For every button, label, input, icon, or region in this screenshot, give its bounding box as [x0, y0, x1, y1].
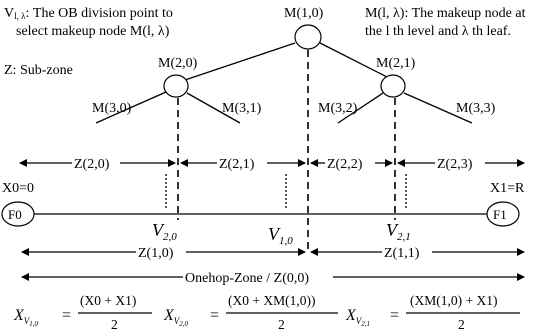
z-definition: Z: Sub-zone — [4, 63, 73, 78]
f1-label: F1 — [493, 207, 507, 222]
left-endpoint-label: X0=0 — [2, 181, 34, 196]
formula2-lhs: XV2,0 — [163, 307, 189, 328]
formula3-denominator: 2 — [458, 317, 465, 332]
endpoint-f0 — [1, 201, 35, 227]
endpoint-f1 — [486, 201, 520, 227]
formula1-lhs: XV1,0 — [13, 307, 39, 328]
edge-m20-m30 — [95, 91, 167, 124]
label-m32: M(3,2) — [318, 101, 358, 116]
formula3-equals: = — [390, 307, 399, 324]
formula2-equals: = — [210, 307, 219, 324]
label-m30: M(3,0) — [92, 101, 132, 116]
node-m20 — [163, 74, 189, 98]
onehop-label-bg — [183, 268, 333, 285]
formula1-equals: = — [62, 307, 71, 324]
v10-label: V1,0 — [268, 224, 293, 247]
onehop-label: Onehop-Zone / Z(0,0) — [185, 271, 309, 286]
z23-label-bg — [435, 154, 485, 171]
v-definition-line2: select makeup node M(l, λ) — [16, 24, 170, 39]
formula3-lhs: XV2,1 — [345, 307, 370, 328]
formula1-numerator: (X0 + X1) — [80, 293, 136, 308]
edge-m21-m32 — [337, 92, 384, 124]
formula2-numerator: (X0 + XM(1,0)) — [228, 293, 315, 308]
formula1-denominator: 2 — [111, 317, 118, 332]
right-endpoint-label: X1=R — [490, 181, 525, 196]
z20-label-bg — [72, 154, 120, 171]
z11-label-bg — [382, 243, 432, 260]
formula3-numerator: (XM(1,0) + X1) — [410, 293, 497, 308]
z23-label: Z(2,3) — [437, 157, 473, 172]
f0-label: F0 — [8, 207, 22, 222]
edge-m10-m20 — [184, 42, 296, 81]
m-definition-line1: M(l, λ): The makeup node at — [365, 6, 526, 21]
m-definition-line2: the l th level and λ th leaf. — [365, 24, 511, 39]
v20-label: V2,0 — [152, 220, 177, 243]
v-definition-line1: Vl, λ: The OB division point to — [4, 6, 173, 21]
z11-label: Z(1,1) — [384, 246, 420, 261]
edge-m10-m21 — [319, 42, 394, 81]
z10-label: Z(1,0) — [138, 246, 174, 261]
label-m20: M(2,0) — [158, 56, 198, 71]
label-m31: M(3,1) — [222, 101, 262, 116]
label-m21: M(2,1) — [376, 56, 416, 71]
node-m10 — [294, 24, 322, 50]
z22-label-bg — [325, 154, 375, 171]
node-m21 — [380, 74, 406, 98]
formula2-denominator: 2 — [278, 317, 285, 332]
edge-m20-m31 — [186, 92, 241, 124]
z21-label: Z(2,1) — [219, 157, 255, 172]
label-m33: M(3,3) — [456, 101, 496, 116]
v21-label: V2,1 — [386, 220, 411, 243]
z10-label-bg — [136, 243, 186, 260]
z20-label: Z(2,0) — [74, 157, 110, 172]
edge-m21-m33 — [403, 92, 473, 124]
z21-label-bg — [217, 154, 267, 171]
label-m10: M(1,0) — [284, 6, 324, 21]
z22-label: Z(2,2) — [327, 157, 363, 172]
